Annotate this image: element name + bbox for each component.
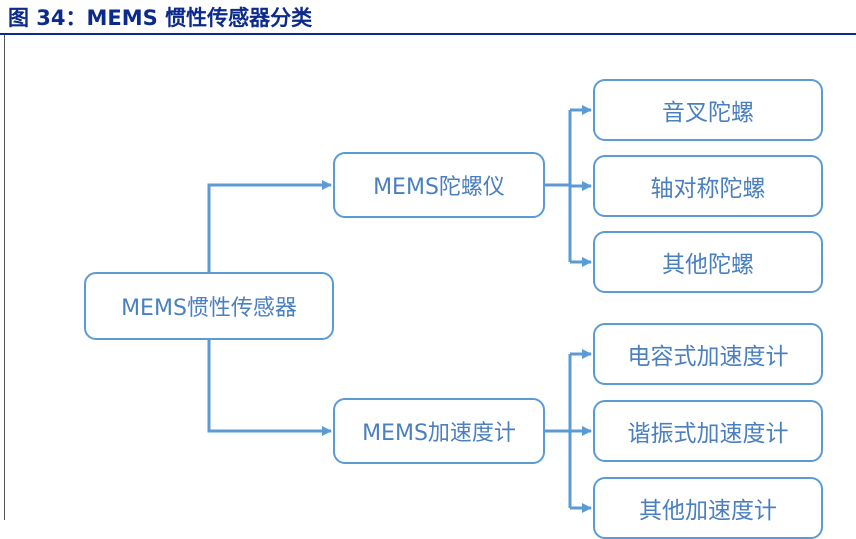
node-mems-accelerometer: MEMS加速度计 (333, 398, 545, 464)
figure-title: 图 34：MEMS 惯性传感器分类 (8, 6, 313, 30)
node-capacitive-accelerometer: 电容式加速度计 (593, 323, 823, 385)
node-mems-gyroscope: MEMS陀螺仪 (333, 152, 545, 218)
connector-lines (207, 105, 592, 513)
connector-root-to-accelerometer (207, 340, 332, 436)
connector-root-to-gyroscope (207, 180, 332, 272)
node-mems-inertial-sensor: MEMS惯性传感器 (84, 272, 334, 340)
node-axisymmetric-gyro: 轴对称陀螺 (593, 155, 823, 217)
node-other-gyro: 其他陀螺 (593, 231, 823, 293)
node-resonant-accelerometer: 谐振式加速度计 (593, 400, 823, 462)
node-other-accelerometer: 其他加速度计 (593, 477, 823, 539)
node-tuning-fork-gyro: 音叉陀螺 (593, 79, 823, 141)
left-border (4, 35, 5, 520)
title-divider (0, 33, 856, 35)
